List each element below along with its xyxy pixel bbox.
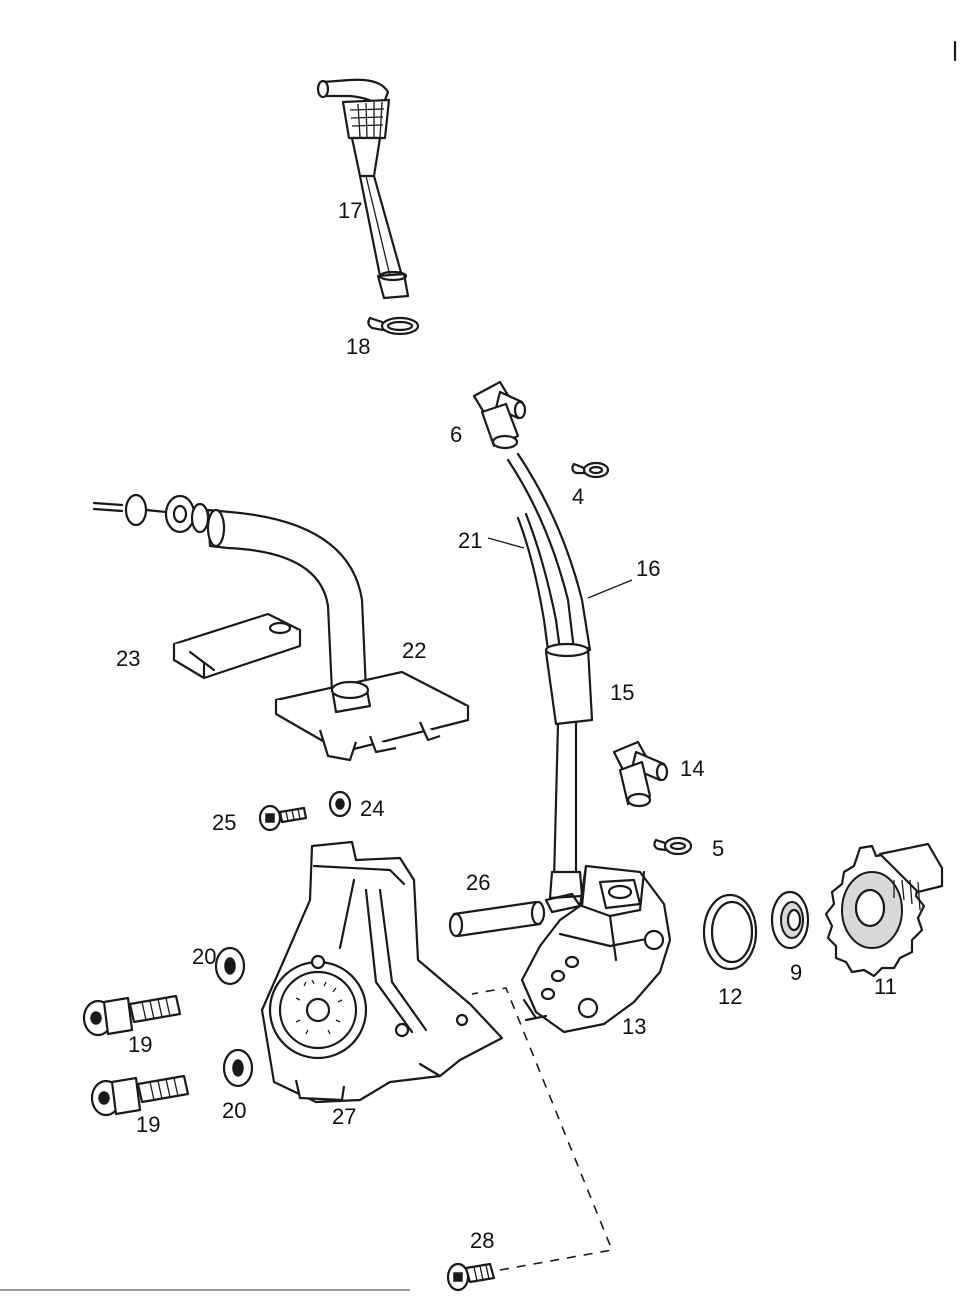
leader-lines: [487, 537, 633, 599]
label-27: 27: [332, 1104, 356, 1129]
label-9: 9: [790, 960, 802, 985]
part-5-clip: [653, 836, 693, 856]
part-6-t-connector: [472, 380, 527, 450]
part-26-shaft: [448, 900, 546, 938]
label-6: 6: [450, 422, 462, 447]
label-28: 28: [470, 1228, 494, 1253]
label-20-bottom: 20: [222, 1098, 246, 1123]
part-23-plate: [172, 612, 302, 680]
part-25-screw: [258, 804, 308, 832]
part-19-bolt-top: [82, 994, 182, 1037]
label-15: 15: [610, 680, 634, 705]
part-12-o-ring: [702, 893, 758, 971]
label-23: 23: [116, 646, 140, 671]
part-27-pump-cover: [260, 840, 504, 1104]
part-22-pickup-tube: [92, 493, 470, 762]
label-17: 17: [338, 198, 362, 223]
label-12: 12: [718, 984, 742, 1009]
label-14: 14: [680, 756, 704, 781]
part-16-hose: [506, 452, 592, 652]
part-14-t-connector: [612, 740, 669, 808]
part-9-seal: [770, 890, 810, 950]
part-24-washer: [328, 790, 352, 818]
part-17-filler-pipe: [316, 78, 410, 300]
label-16: 16: [636, 556, 660, 581]
part-13-oil-pump: [520, 864, 672, 1034]
part-19-bolt-bottom: [90, 1074, 190, 1117]
label-26: 26: [466, 870, 490, 895]
label-19-bottom: 19: [136, 1112, 160, 1137]
assembly-leader-line: [471, 987, 614, 1271]
label-24: 24: [360, 796, 384, 821]
part-15-sleeve: [544, 642, 594, 900]
label-4: 4: [572, 484, 584, 509]
label-20-top: 20: [192, 944, 216, 969]
label-25: 25: [212, 810, 236, 835]
label-21: 21: [458, 528, 482, 553]
label-13: 13: [622, 1014, 646, 1039]
label-18: 18: [346, 334, 370, 359]
label-22: 22: [402, 638, 426, 663]
part-20-washer-top: [214, 946, 246, 986]
label-19-top: 19: [128, 1032, 152, 1057]
part-20-washer-bottom: [222, 1048, 254, 1088]
label-5: 5: [712, 836, 724, 861]
part-28-screw: [446, 1262, 496, 1292]
part-11-gear: [824, 842, 944, 978]
label-11: 11: [874, 974, 897, 999]
part-4-clip: [571, 461, 610, 479]
part-21-hose: [516, 512, 562, 652]
part-18-hose-clip: [367, 316, 420, 336]
